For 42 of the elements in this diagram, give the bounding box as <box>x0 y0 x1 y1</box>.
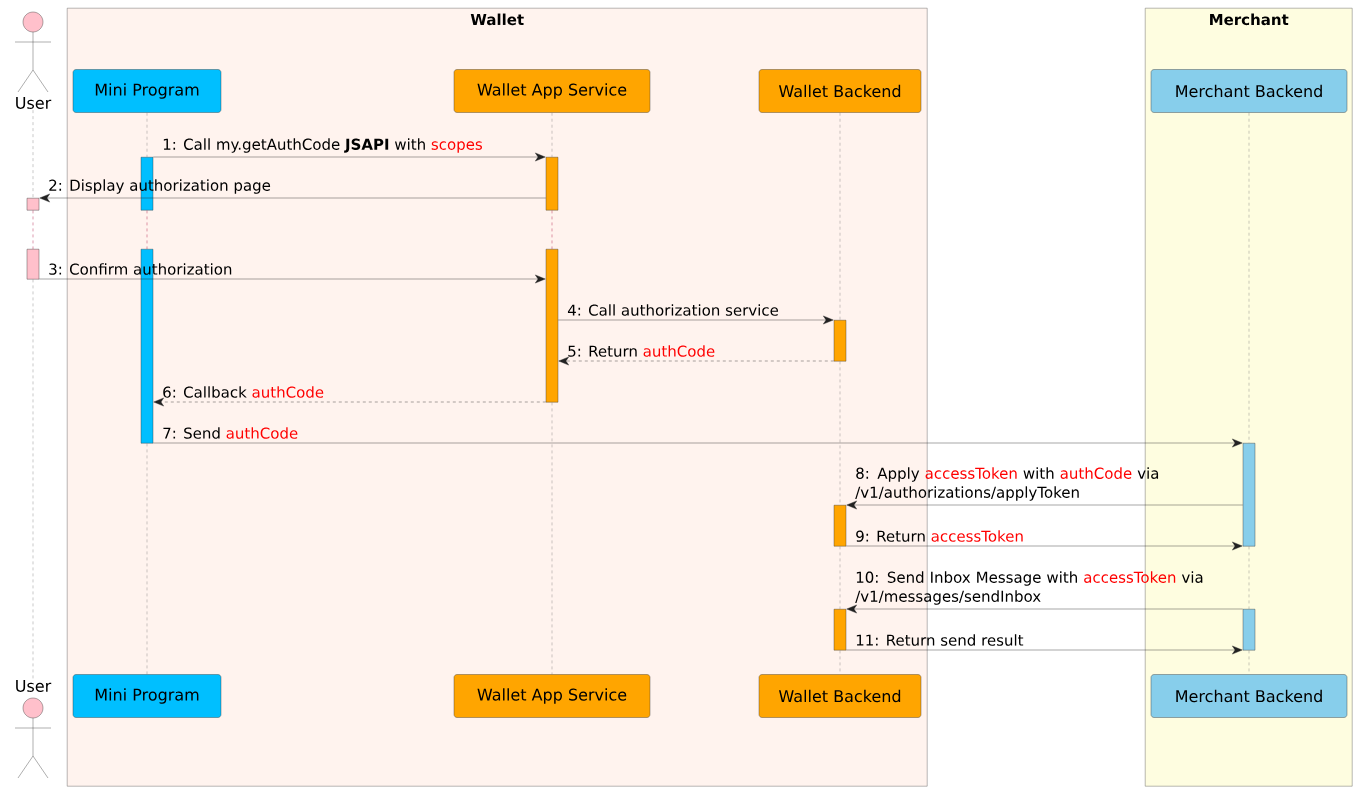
participant-box: Wallet App Service <box>453 674 651 718</box>
message-arrow <box>846 645 1243 655</box>
message-label: 5: Return authCode <box>568 345 715 357</box>
activation-bar <box>1242 443 1256 547</box>
message-arrow <box>846 604 1243 614</box>
message-arrow <box>153 438 1243 448</box>
participant-box: Merchant Backend <box>1150 674 1348 718</box>
message-label: 11: Return send result <box>856 634 1024 646</box>
message-label: 6: Callback authCode <box>163 386 324 398</box>
activation-bar <box>26 249 40 280</box>
message-arrow <box>153 397 546 407</box>
message-label: 4: Call authorization service <box>567 304 779 316</box>
message-arrow <box>846 541 1243 551</box>
message-label: 1: Call my.getAuthCode JSAPI with scopes <box>163 138 482 153</box>
activation-bar <box>833 609 847 651</box>
participant-box: Wallet Backend <box>758 69 922 113</box>
message-label: 8: Apply accessToken with authCode via /v1/authorizations/applyToken <box>855 467 1159 501</box>
participant-box: Merchant Backend <box>1150 69 1348 113</box>
activation-bar <box>545 157 559 211</box>
message-label: 9: Return accessToken <box>856 530 1023 542</box>
message-arrow <box>153 152 546 162</box>
activation-bar <box>26 198 40 211</box>
lifeline <box>551 210 553 250</box>
message-arrow <box>558 315 834 325</box>
message-arrow <box>846 500 1243 510</box>
lifeline <box>146 210 148 250</box>
activation-bar <box>545 249 559 403</box>
participant-box: Wallet Backend <box>758 674 922 718</box>
lifeline <box>32 210 34 250</box>
actor-label: User <box>16 97 52 109</box>
message-arrow <box>39 193 546 203</box>
participant-box: Mini Program <box>72 674 222 718</box>
activation-bar <box>833 320 847 362</box>
activation-bar <box>833 505 847 547</box>
message-arrow <box>558 356 834 366</box>
activation-bar <box>1242 609 1256 651</box>
message-arrow <box>39 274 546 284</box>
participant-box: Mini Program <box>72 69 222 113</box>
participant-box: Wallet App Service <box>453 69 651 113</box>
actor-label: User <box>16 680 52 692</box>
message-label: 7: Send authCode <box>163 427 298 439</box>
message-label: 10: Send Inbox Message with accessToken via /v1/messages/sendInbox <box>855 571 1203 605</box>
